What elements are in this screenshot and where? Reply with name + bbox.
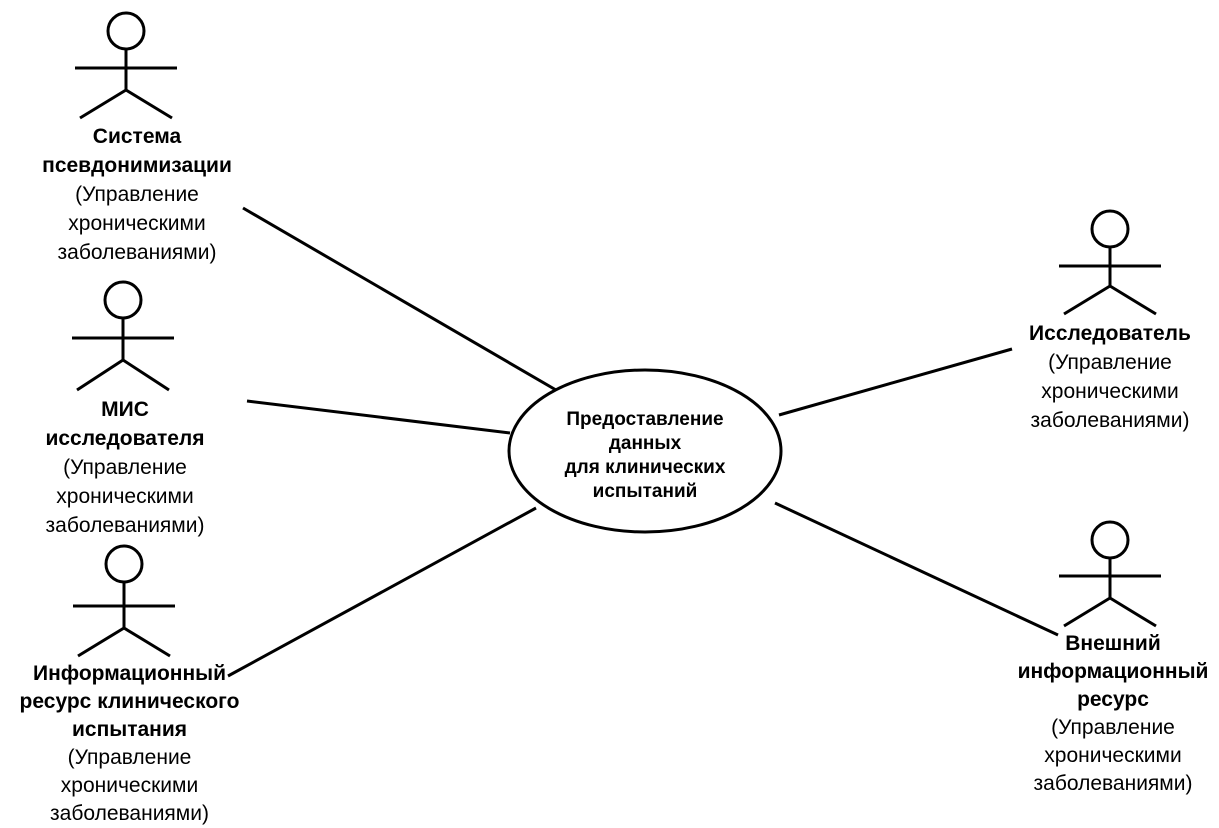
actor-researcher-mis-label: МИС исследователя (Управление хронически… [20,395,230,540]
actor-role-line: хроническими [1044,744,1182,767]
actor-leg-right [125,88,173,120]
actor-role-line: заболеваниями) [1033,772,1193,795]
actor-external-resource-label: Внешний информационный ресурс (Управлени… [1008,630,1218,798]
actor-role-line: заболеваниями) [45,514,205,537]
actor-role-line: (Управление [67,746,192,769]
use-case-label-line: для клинических [564,457,726,478]
actor-role-line: (Управление [63,456,187,479]
use-case-label-line: Предоставление [566,409,724,430]
association-line-clinical-trial-resource [227,506,537,678]
actor-head [103,280,143,320]
actor-head [106,11,146,51]
actor-role-line: хроническими [68,212,206,235]
actor-leg-right [1109,284,1157,316]
actor-name-line: ресурс [1077,688,1149,711]
actor-leg-left [76,358,124,392]
actor-pseudonymization-system-label: Система псевдонимизации (Управление хрон… [22,122,252,267]
association-line-external-resource [774,501,1059,637]
actor-leg-left [79,88,127,120]
actor-leg-left [1063,596,1111,628]
actor-leg-left [77,626,125,658]
actor-leg-left [1063,284,1111,316]
actor-clinical-trial-resource-figure [73,544,175,658]
actor-role-line: заболеваниями) [57,241,217,264]
actor-name-line: информационный [1017,660,1209,683]
actor-role-line: заболеваниями) [1030,409,1190,432]
actor-role-line: (Управление [1051,716,1175,739]
use-case-diagram [72,11,1161,678]
actor-head [104,544,144,584]
actor-name-line: МИС [101,398,149,421]
actor-name-line: ресурс клинического [19,690,240,713]
use-case-label-line: испытаний [592,481,698,502]
actor-role-line: хроническими [56,485,194,508]
use-case-label: Предоставление данных для клинических ис… [510,408,780,504]
actor-name-line: Внешний [1065,632,1161,655]
actor-researcher-mis-figure [72,280,174,392]
actor-head [1090,520,1130,560]
actor-head [1090,209,1130,249]
actor-name-line: исследователя [45,427,205,450]
use-case-label-line: данных [608,433,682,454]
actor-role-line: заболеваниями) [50,802,209,825]
actor-role-line: хроническими [60,774,199,797]
actor-name-line: Система [92,125,182,148]
actor-pseudonymization-system-figure [75,11,177,120]
actor-leg-right [1109,596,1157,628]
actor-role-line: (Управление [1048,351,1172,374]
association-line-researcher-mis [246,399,511,435]
association-line-researcher [778,347,1013,417]
actor-name-line: Информационный [32,662,227,685]
actor-leg-right [122,358,170,392]
actor-role-line: (Управление [75,183,199,206]
actor-role-line: хроническими [1041,380,1179,403]
use-case-ellipse [507,368,783,534]
actor-external-resource-figure [1059,520,1161,628]
actor-name-line: псевдонимизации [42,154,232,177]
actor-researcher-label: Исследователь (Управление хроническими з… [1010,319,1210,435]
actor-name-line: Исследователь [1029,322,1191,345]
actor-leg-right [123,626,171,658]
actor-name-line: испытания [71,718,188,741]
association-line-pseudonymization [242,206,557,392]
actor-researcher-figure [1059,209,1161,316]
